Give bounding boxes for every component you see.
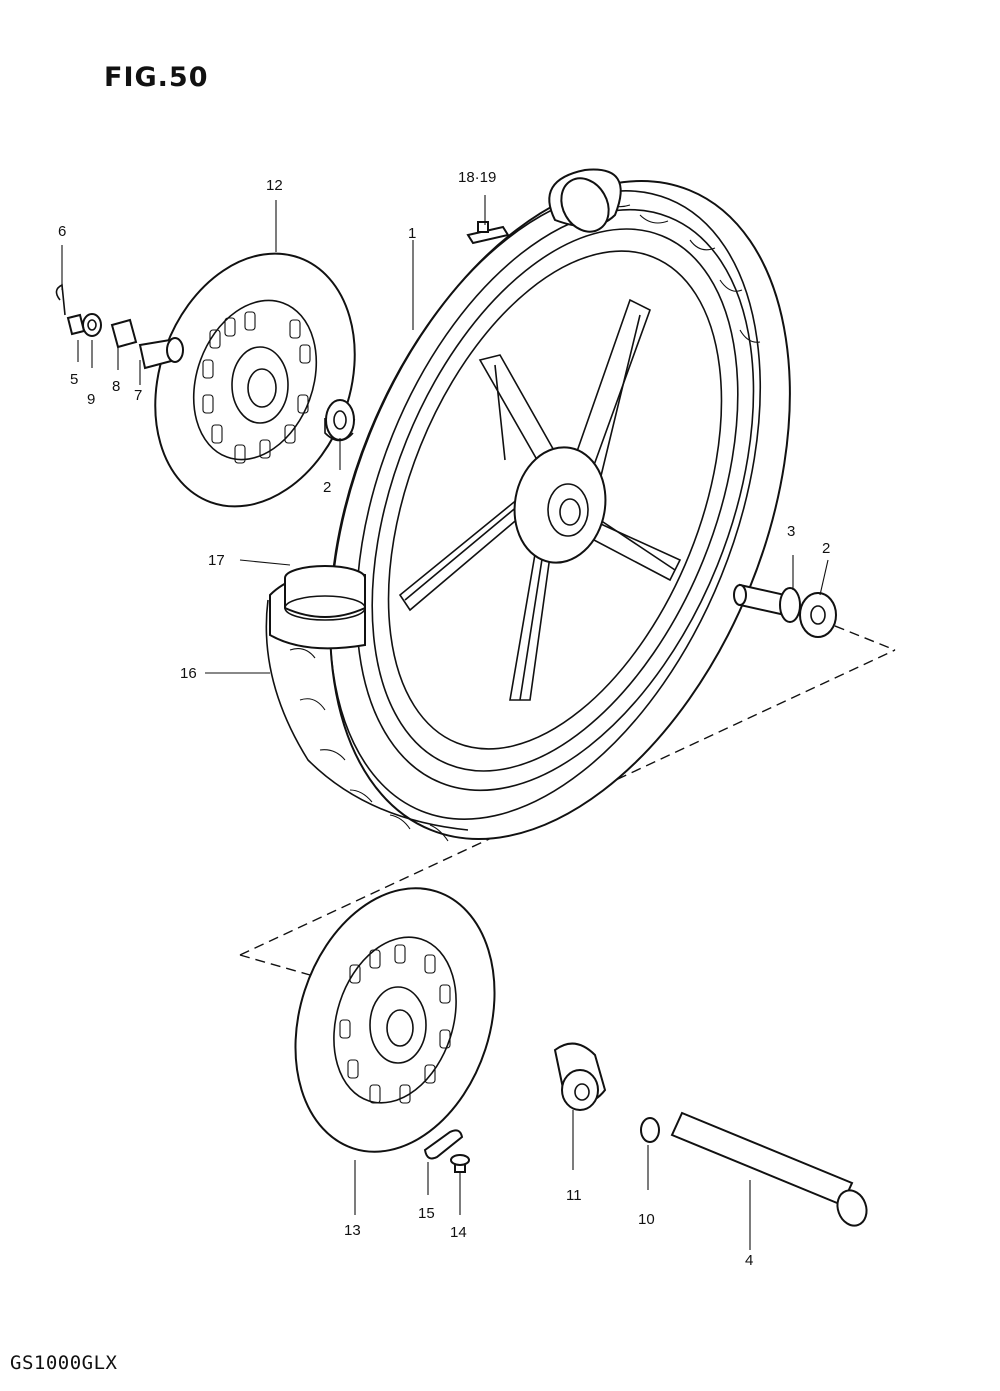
- callout-2-right: 2: [822, 540, 830, 557]
- brake-disc-left: [154, 252, 356, 508]
- callout-18-19: 18·19: [458, 169, 496, 186]
- axle-left-parts: [55, 283, 184, 370]
- callout-2-left: 2: [323, 479, 331, 496]
- callout-3: 3: [787, 523, 795, 540]
- callout-numbers: 1 2 2 3 4 5 6 7 8 9 10 11 12 13 14 15 16…: [58, 169, 830, 1269]
- right-spacer-bearing: [733, 583, 837, 638]
- callout-7: 7: [134, 387, 142, 404]
- rim-band: [284, 565, 366, 621]
- callout-6: 6: [58, 223, 66, 240]
- callout-15: 15: [418, 1205, 435, 1222]
- callout-10: 10: [638, 1211, 655, 1228]
- valve: [466, 221, 510, 245]
- leader-lines: [61, 195, 829, 1250]
- callout-12: 12: [266, 177, 283, 194]
- wheel-spokes: [398, 298, 682, 701]
- callout-14: 14: [450, 1224, 467, 1241]
- brake-disc-right: [294, 887, 496, 1153]
- callout-16: 16: [180, 665, 197, 682]
- callout-11: 11: [566, 1187, 582, 1204]
- bearing-left: [324, 399, 355, 442]
- callout-13: 13: [344, 1222, 361, 1239]
- callout-4: 4: [745, 1252, 753, 1269]
- axle: [640, 1111, 868, 1227]
- disc-bolt-washer: [423, 1129, 470, 1173]
- figure-title: FIG.50: [104, 62, 209, 93]
- callout-17: 17: [208, 552, 225, 569]
- model-code: GS1000GLX: [10, 1352, 118, 1374]
- callout-5: 5: [70, 371, 78, 388]
- callout-9: 9: [87, 391, 95, 408]
- callout-8: 8: [112, 378, 120, 395]
- tire-cutaway-top: [548, 168, 622, 233]
- callout-1: 1: [408, 225, 416, 242]
- collar: [553, 1042, 607, 1111]
- wheel-hub: [513, 446, 607, 564]
